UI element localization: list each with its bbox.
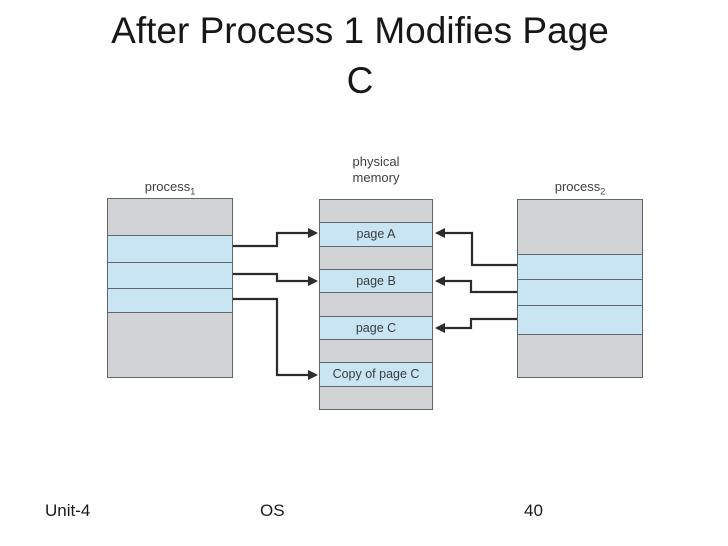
memory-row-page-a: page A — [320, 222, 432, 246]
process2-label: process2 — [517, 179, 643, 200]
process1-label-text: process — [144, 179, 191, 194]
process1-page-2 — [108, 262, 232, 288]
process2-page-1 — [518, 254, 642, 279]
process2-row-gray-top — [518, 200, 642, 254]
arrow-process1-to-page-b — [233, 272, 318, 286]
physical-memory-label: physical memory — [319, 154, 433, 186]
copy-of-page-c-label: Copy of page C — [332, 367, 420, 382]
footer-page-number: 40 — [524, 501, 543, 520]
title-line-2: C — [346, 60, 374, 101]
process1-box — [107, 198, 233, 378]
process1-label: process1 — [107, 179, 233, 200]
memory-row-gray-4 — [320, 338, 432, 363]
page-c-label: page C — [355, 320, 397, 335]
slide-footer: Unit-4 OS 40 — [0, 501, 728, 527]
process1-page-3 — [108, 288, 232, 312]
memory-row-gray-3 — [320, 292, 432, 316]
arrow-process2-to-page-b — [435, 276, 517, 294]
process2-page-3 — [518, 305, 642, 334]
process2-page-2 — [518, 279, 642, 305]
physical-memory-box: page A page B page C Copy of page C — [319, 199, 433, 410]
title-line-1: After Process 1 Modifies Page — [111, 10, 609, 51]
process1-page-1 — [108, 235, 232, 262]
memory-row-gray-5 — [320, 385, 432, 409]
process2-box — [517, 199, 643, 378]
process1-row-gray-top — [108, 199, 232, 235]
process2-label-text: process — [554, 179, 601, 194]
physical-memory-label-line1: physical — [352, 154, 400, 169]
arrow-process2-to-page-c — [435, 317, 517, 333]
slide-title: After Process 1 Modifies Page C — [20, 6, 700, 106]
memory-row-gray-1 — [320, 200, 432, 223]
page-a-label: page A — [356, 227, 396, 242]
process1-row-gray-bottom — [108, 312, 232, 377]
footer-unit: Unit-4 — [45, 501, 91, 520]
process2-label-sub: 2 — [600, 186, 606, 197]
physical-memory-label-line2: memory — [352, 170, 400, 185]
arrow-process1-to-copy-of-page-c — [233, 297, 318, 380]
page-b-label: page B — [356, 274, 396, 289]
arrow-process2-to-page-a — [435, 228, 517, 267]
arrow-process1-to-page-a — [233, 228, 318, 248]
process1-label-sub: 1 — [190, 186, 196, 197]
footer-course: OS — [260, 501, 285, 520]
memory-row-page-c: page C — [320, 315, 432, 339]
memory-row-gray-2 — [320, 245, 432, 269]
process2-row-gray-bottom — [518, 334, 642, 377]
memory-row-copy-of-page-c: Copy of page C — [320, 362, 432, 386]
memory-row-page-b: page B — [320, 268, 432, 293]
